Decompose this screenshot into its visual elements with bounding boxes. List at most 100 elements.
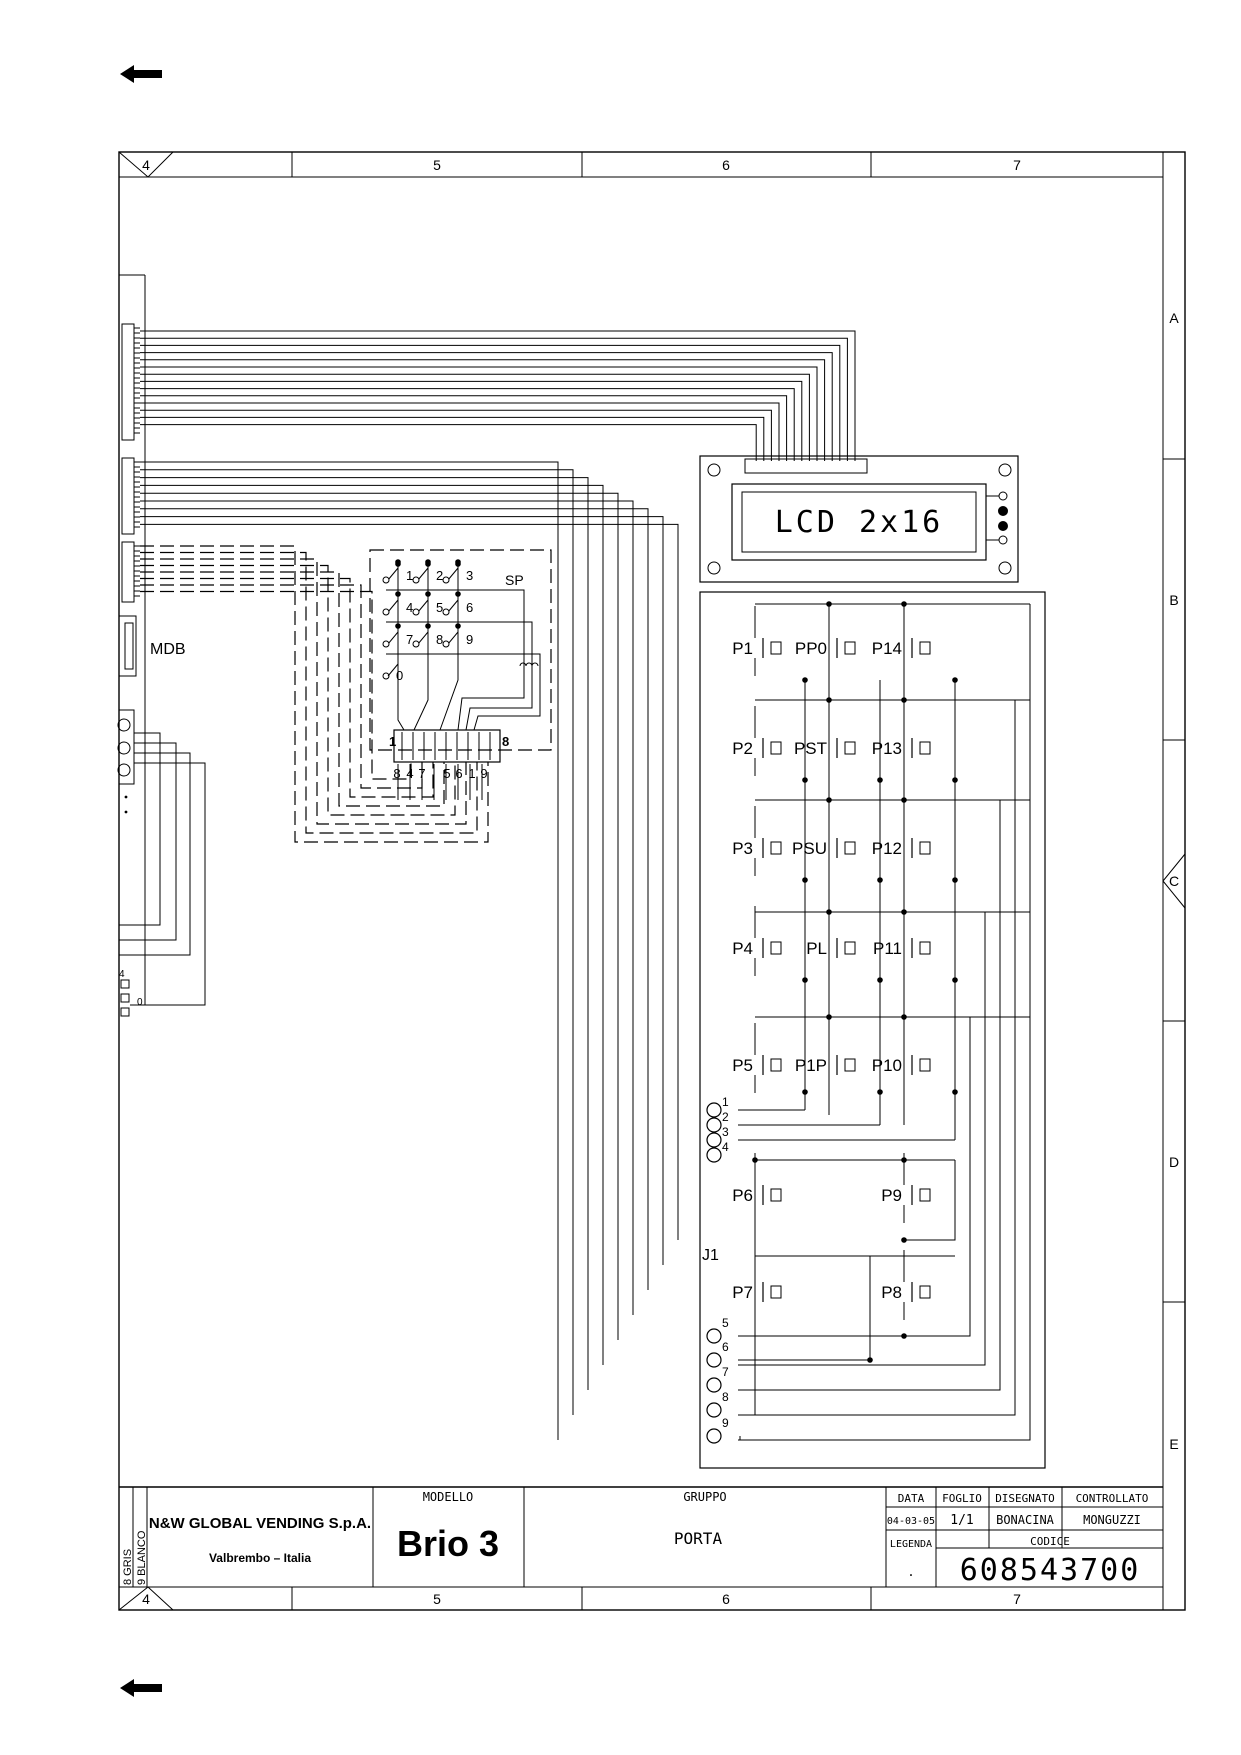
wire-color-label: 9 BLANCO [136, 1530, 148, 1585]
ruler-side-label: C [1169, 873, 1179, 889]
key-contact [382, 640, 390, 648]
pin-number-label: 8 [393, 766, 400, 781]
mount-hole-icon [707, 561, 721, 575]
legenda-value: . [907, 1565, 914, 1579]
j1-pin-upper [706, 1147, 722, 1163]
legenda-label: LEGENDA [890, 1539, 932, 1550]
button-label: P9 [881, 1186, 902, 1205]
lcd-bus-wire [140, 337, 848, 461]
company-name: N&W GLOBAL VENDING S.p.A. [149, 1515, 371, 1532]
keypad-ribbon-cable [140, 545, 489, 843]
key-switch [417, 567, 429, 581]
junction-dot [877, 777, 883, 783]
button-label: P1 [732, 639, 753, 658]
back-arrow-bottom-icon[interactable] [120, 1679, 162, 1697]
ruler-top-label: 6 [722, 157, 730, 173]
j1-pin-label: 8 [722, 1390, 729, 1404]
key-switch [417, 631, 429, 645]
ruler-side-label: B [1169, 592, 1178, 608]
button-actuator [919, 641, 931, 655]
lcd-bus-wire [140, 416, 765, 461]
key-switch [417, 599, 429, 613]
keypad-node [455, 561, 461, 567]
button-actuator [919, 941, 931, 955]
keypad-wire [386, 589, 525, 731]
junction-dot [802, 777, 808, 783]
button-label: P11 [873, 939, 902, 958]
key-switch [447, 599, 459, 613]
button-label: P5 [732, 1056, 753, 1075]
ruler-top-label: 4 [142, 157, 150, 173]
keypad-wire [386, 621, 533, 731]
junction-dot [802, 1089, 808, 1095]
pin-number-label: 9 [480, 766, 487, 781]
button-actuator [770, 1285, 782, 1299]
lcd-bus-wire [140, 380, 803, 461]
lcd-bus-wire [140, 359, 826, 461]
left-fragment-label: 4 [119, 969, 125, 980]
j1-pin-lower [706, 1352, 722, 1368]
lcd-bus-wire [140, 402, 780, 461]
mount-hole-icon [998, 463, 1012, 477]
button-label: P12 [872, 839, 902, 858]
mount-hole-icon [998, 561, 1012, 575]
junction-dot [901, 1014, 907, 1020]
key-contact [412, 608, 420, 616]
keypad-node [395, 561, 401, 567]
junction-dot [952, 677, 958, 683]
outer-wire [738, 1017, 971, 1337]
key-contact [412, 640, 420, 648]
j1-pin-label: 6 [722, 1340, 729, 1354]
button-label: P10 [872, 1056, 902, 1075]
lcd-module: LCD 2x16 [699, 455, 1019, 583]
back-arrow-top-icon[interactable] [120, 65, 162, 83]
key-label: 4 [406, 600, 413, 615]
button-label: PP0 [795, 639, 827, 658]
key-label: 7 [406, 632, 413, 647]
button-bus-wire [140, 461, 559, 1440]
connector-label: J1 [702, 1247, 719, 1264]
key-label: 5 [436, 600, 443, 615]
button-actuator [919, 1285, 931, 1299]
junction-dot [826, 1014, 832, 1020]
gruppo-value: PORTA [674, 1529, 723, 1548]
key-contact [382, 576, 390, 584]
outer-wire [738, 912, 986, 1366]
junction-dot [952, 977, 958, 983]
gruppo-label: GRUPPO [683, 1490, 726, 1504]
ribbon-wire [140, 584, 423, 789]
connector-middle [121, 457, 135, 535]
button-actuator [770, 1188, 782, 1202]
key-contact [442, 640, 450, 648]
button-bus-wire [140, 484, 604, 1365]
key-contact [382, 672, 390, 680]
connector-upper [121, 323, 135, 441]
key-switch [447, 567, 459, 581]
lcd-bus-wire [140, 366, 818, 461]
lcd-bus-wire [140, 424, 757, 461]
button-actuator [844, 641, 856, 655]
button-actuator [770, 741, 782, 755]
keypad-label: SP [505, 572, 524, 588]
button-label: P7 [732, 1283, 753, 1302]
button-actuator [844, 1058, 856, 1072]
junction-dot [826, 601, 832, 607]
key-label: 6 [466, 600, 473, 615]
button-actuator [844, 741, 856, 755]
ribbon-wire [140, 590, 412, 780]
codice-value: 608543700 [960, 1553, 1141, 1588]
key-label: 3 [466, 568, 473, 583]
j1-pin-upper [706, 1117, 722, 1133]
keypad-wire [397, 564, 405, 731]
button-bus-wire [140, 500, 634, 1315]
lcd-display-window [741, 491, 977, 553]
button-bus-wire [140, 523, 679, 1240]
j1-pin-label: 2 [722, 1110, 729, 1124]
lcd-bus-wire [140, 352, 833, 461]
lcd-header-connector [744, 458, 868, 474]
key-switch [387, 663, 399, 677]
j1-pin-label: 4 [722, 1140, 729, 1154]
ruler-side-label: D [1169, 1154, 1179, 1170]
